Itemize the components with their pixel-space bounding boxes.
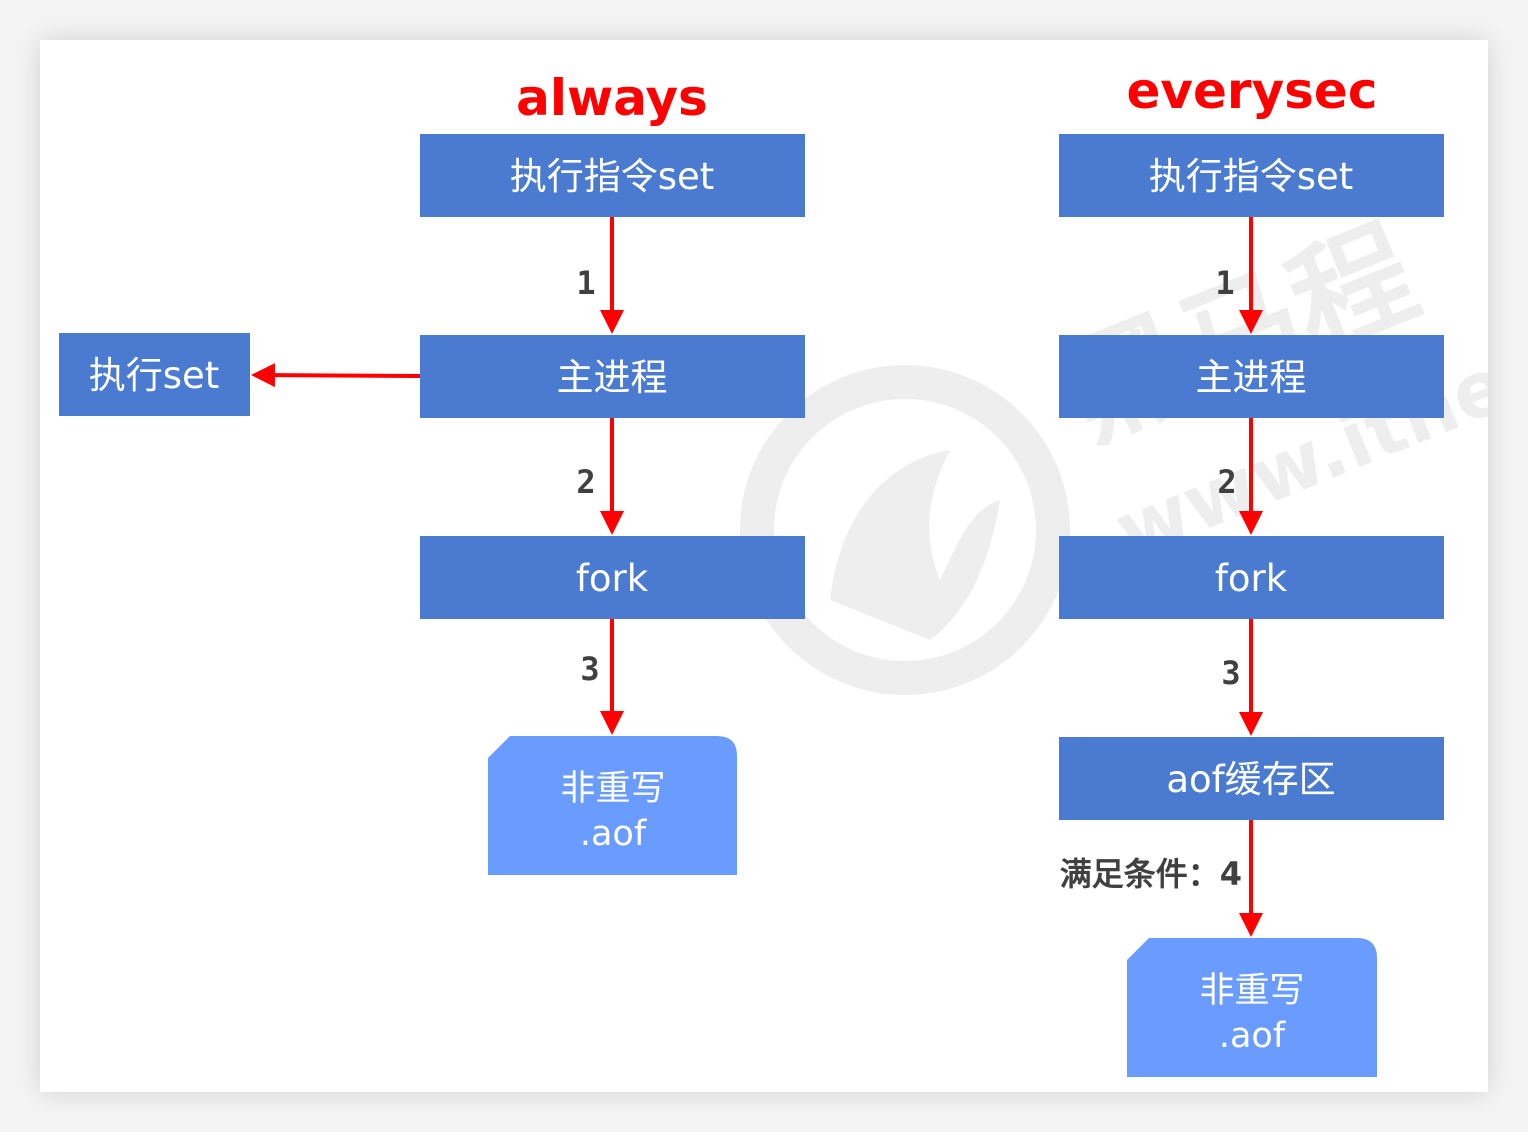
everysec-aof-file-shape: [1127, 938, 1377, 1077]
always-main-process-label: 主进程: [557, 356, 668, 399]
always-step-2: 2: [576, 463, 595, 501]
everysec-aof-file-line1: 非重写: [1199, 971, 1304, 1011]
always-fork-box: [420, 536, 805, 619]
everysec-exec-command-box: [1059, 134, 1444, 217]
always-exec-command-box: [420, 134, 805, 217]
everysec-main-process-label: 主进程: [1196, 356, 1307, 399]
everysec-step-1: 1: [1215, 264, 1234, 302]
everysec-title: everysec: [1127, 62, 1378, 120]
everysec-fork-label: fork: [1215, 557, 1288, 600]
always-exec-set-box: [59, 333, 250, 416]
everysec-step-3: 3: [1221, 654, 1240, 692]
everysec-fork-box: [1059, 536, 1444, 619]
everysec-aof-buffer-label: aof缓存区: [1166, 758, 1335, 801]
watermark-logo-icon: [740, 365, 1070, 695]
always-main-process-box: [420, 335, 805, 418]
everysec-step-2: 2: [1217, 463, 1236, 501]
everysec-aof-file-line2: .aof: [1219, 1016, 1286, 1056]
aof-strategy-diagram: 黑马程 www.itheim always 执行指令set 主进程 执行set …: [59, 62, 1488, 1077]
always-exec-set-label: 执行set: [89, 354, 220, 397]
watermark-horse-icon: [830, 450, 1000, 640]
everysec-condition-label: 满足条件：4: [1060, 855, 1242, 893]
always-exec-command-label: 执行指令set: [510, 155, 715, 198]
always-aof-file-shape: [488, 736, 737, 875]
always-step-1: 1: [576, 264, 595, 302]
always-title: always: [516, 69, 708, 127]
always-aof-file-line2: .aof: [580, 814, 647, 854]
diagram-card: 黑马程 www.itheim always 执行指令set 主进程 执行set …: [40, 40, 1488, 1092]
always-aof-file-line1: 非重写: [560, 769, 665, 809]
always-step-3: 3: [580, 650, 599, 688]
always-arrow-exec-set: [251, 363, 421, 388]
everysec-aof-buffer-box: [1059, 737, 1444, 820]
always-fork-label: fork: [576, 557, 649, 600]
everysec-main-process-box: [1059, 335, 1444, 418]
everysec-exec-command-label: 执行指令set: [1149, 155, 1354, 198]
